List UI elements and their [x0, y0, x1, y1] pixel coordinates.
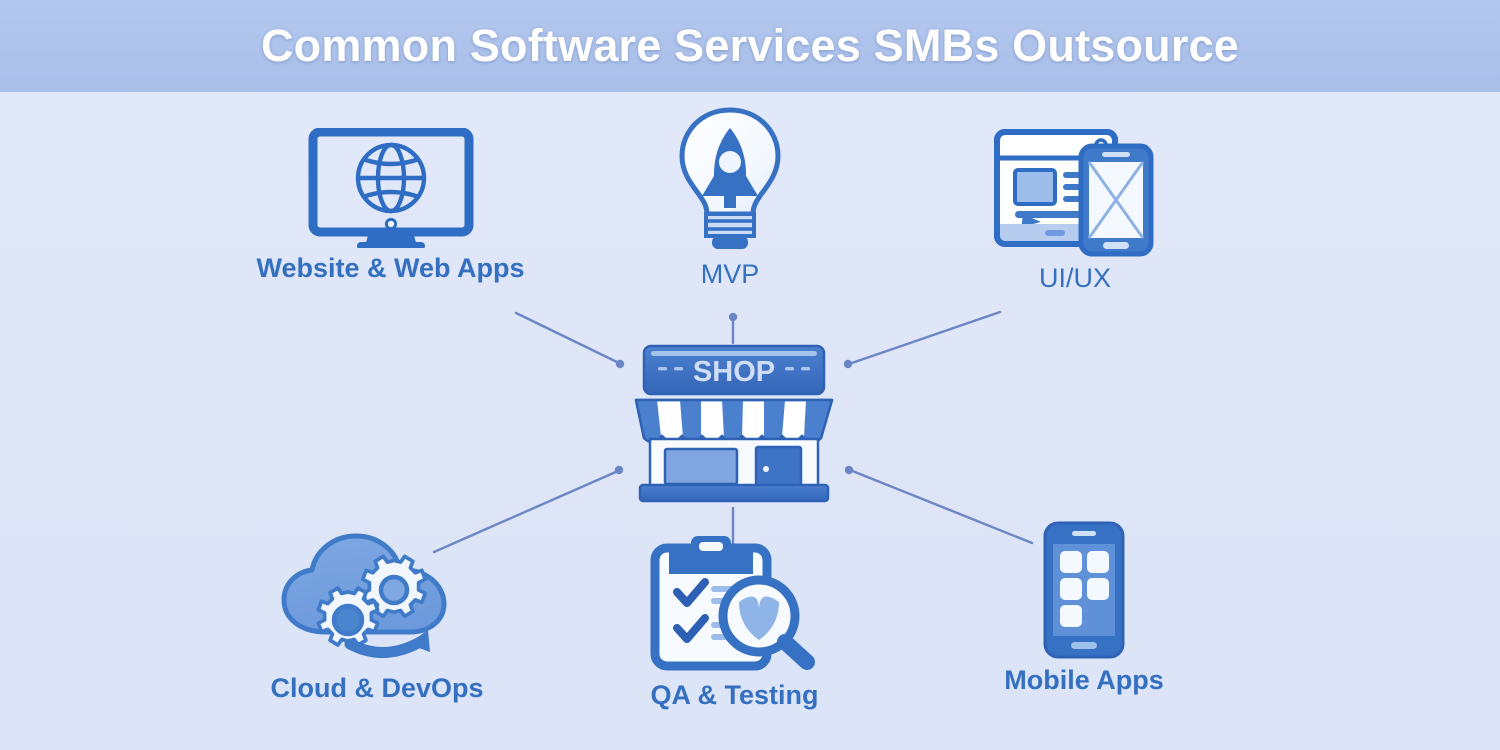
- connector-uiux-to-shop: [843, 310, 1002, 369]
- cloud-gears-arrow-icon: [281, 533, 447, 658]
- wireframe-browser-phone-icon: [994, 129, 1154, 257]
- node-website-web-apps[interactable]: Website & Web Apps: [248, 128, 533, 284]
- connector-web-to-shop: [514, 311, 625, 369]
- storefront-icon: SHOP: [634, 344, 834, 503]
- node-label: UI/UX: [1038, 263, 1111, 293]
- header-banner: Common Software Services SMBs Outsource: [0, 0, 1500, 92]
- node-ui-ux[interactable]: UI/UX: [975, 118, 1175, 294]
- node-label: QA & Testing: [650, 680, 819, 710]
- shop-awning: [634, 398, 834, 444]
- smartphone-apps-icon: [1043, 521, 1125, 659]
- connector-mvp-to-shop: [728, 312, 738, 345]
- page-title: Common Software Services SMBs Outsource: [260, 20, 1240, 71]
- monitor-globe-icon: [308, 128, 473, 248]
- clipboard-checklist-magnifier-icon: [650, 536, 815, 671]
- node-label: Cloud & DevOps: [270, 673, 484, 703]
- lightbulb-rocket-icon: [679, 107, 781, 249]
- node-mobile-apps[interactable]: Mobile Apps: [1000, 520, 1168, 696]
- shop-sign-text: SHOP: [693, 356, 775, 388]
- node-label: Mobile Apps: [1004, 665, 1164, 695]
- node-qa-testing[interactable]: QA & Testing: [632, 530, 837, 711]
- node-label: Website & Web Apps: [256, 253, 525, 283]
- center-shop-node[interactable]: SHOP: [628, 342, 840, 507]
- node-cloud-devops[interactable]: Cloud & DevOps: [262, 528, 492, 704]
- node-mvp[interactable]: MVP: [640, 104, 820, 290]
- node-label: MVP: [700, 259, 760, 289]
